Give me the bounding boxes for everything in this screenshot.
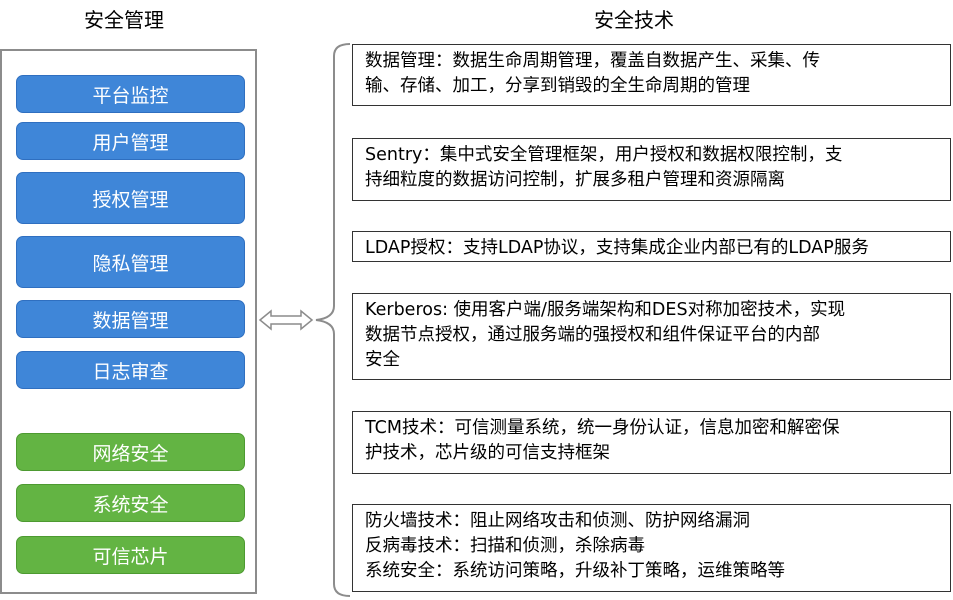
tech-firewall-antivirus-system: 防火墙技术：阻止网络攻击和侦测、防护网络漏洞 反病毒技术：扫描和侦测，杀除病毒 … [352, 504, 951, 592]
security-management-panel [0, 49, 257, 594]
user-management-item: 用户管理 [16, 122, 245, 160]
network-security-item: 网络安全 [16, 433, 245, 471]
data-management-item: 数据管理 [16, 300, 245, 338]
platform-monitoring-item: 平台监控 [16, 75, 245, 113]
curly-brace [315, 43, 351, 597]
trusted-chip-item: 可信芯片 [16, 536, 245, 574]
tech-ldap-authorization: LDAP授权：支持LDAP协议，支持集成企业内部已有的LDAP服务 [352, 231, 951, 262]
tech-sentry: Sentry：集中式安全管理框架，用户授权和数据权限控制，支 持细粒度的数据访问… [352, 138, 951, 201]
tech-tcm: TCM技术：可信测量系统，统一身份认证，信息加密和解密保 护技术，芯片级的可信支… [352, 411, 951, 474]
tech-kerberos: Kerberos: 使用客户端/服务端架构和DES对称加密技术，实现 数据节点授… [352, 293, 951, 380]
security-management-heading: 安全管理 [84, 8, 164, 32]
double-arrow-icon [258, 309, 314, 331]
system-security-item: 系统安全 [16, 484, 245, 522]
log-audit-item: 日志审查 [16, 351, 245, 389]
tech-data-management: 数据管理：数据生命周期管理，覆盖自数据产生、采集、传 输、存储、加工，分享到销毁… [352, 44, 951, 106]
security-technology-heading: 安全技术 [594, 8, 674, 32]
authorization-management-item: 授权管理 [16, 172, 245, 224]
privacy-management-item: 隐私管理 [16, 236, 245, 288]
